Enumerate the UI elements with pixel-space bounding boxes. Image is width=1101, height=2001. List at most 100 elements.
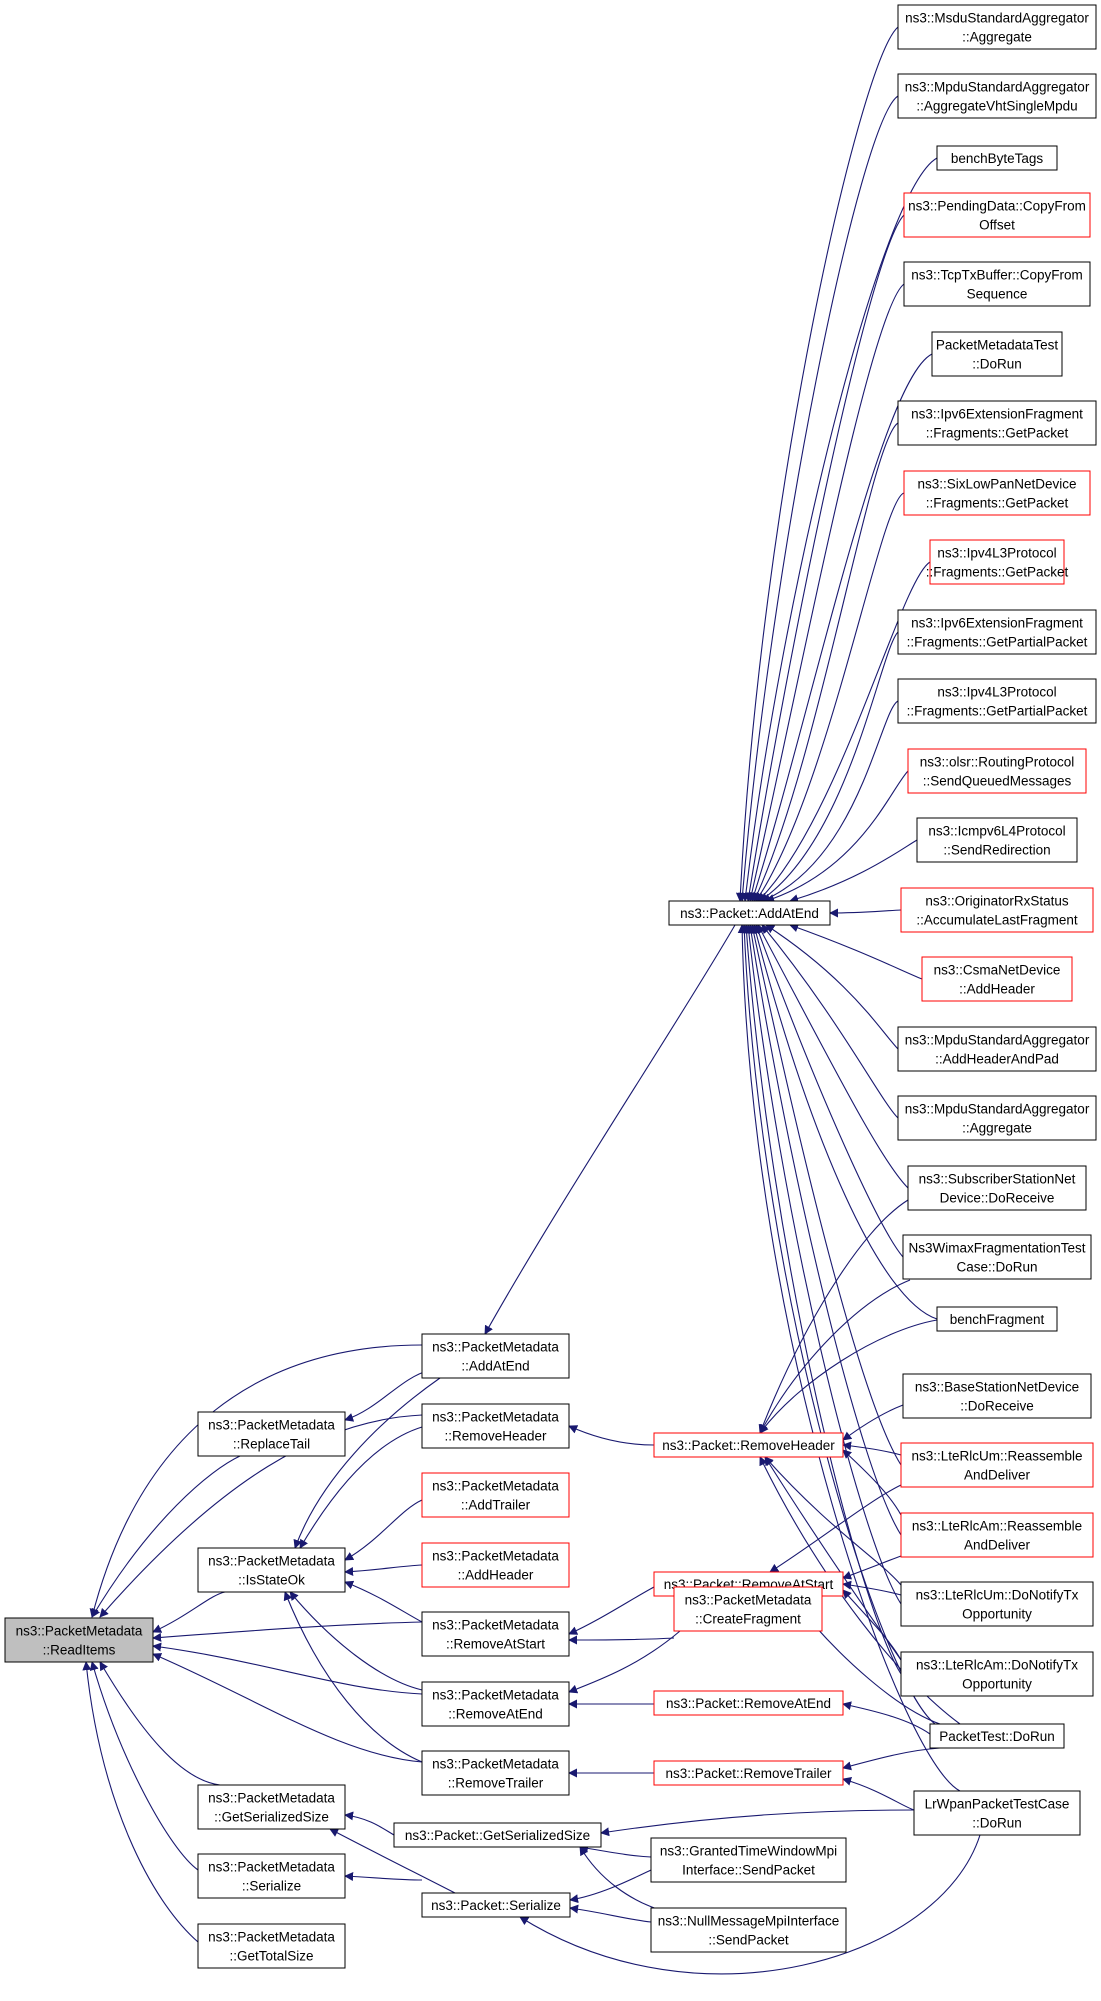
node-label: ns3::Packet::Serialize [431, 1898, 561, 1913]
node-label: AndDeliver [964, 1468, 1031, 1483]
node-r-ipv6ext-getpartial[interactable]: ns3::Ipv6ExtensionFragment::Fragments::G… [897, 609, 1097, 655]
node-pm-removetrailer[interactable]: ns3::PacketMetadata::RemoveTrailer [421, 1750, 570, 1796]
node-label: ns3::LteRlcUm::DoNotifyTx [916, 1588, 1079, 1603]
node-pm-isstateok[interactable]: ns3::PacketMetadata::IsStateOk [197, 1547, 346, 1593]
node-label: ns3::LteRlcAm::DoNotifyTx [916, 1658, 1078, 1673]
node-r-pmtest-dorun[interactable]: PacketMetadataTest::DoRun [931, 331, 1063, 377]
node-pm-removeatstart[interactable]: ns3::PacketMetadata::RemoveAtStart [421, 1611, 570, 1657]
node-label: Case::DoRun [956, 1260, 1037, 1275]
node-label: ns3::TcpTxBuffer::CopyFrom [911, 268, 1083, 283]
call-edge-r_basestation-to-p_removeheader [842, 1404, 904, 1441]
node-box [907, 748, 1087, 794]
nodes: ns3::PacketMetadata::ReadItemsns3::Packe… [4, 4, 1097, 1969]
node-p-removetrailer[interactable]: ns3::Packet::RemoveTrailer [653, 1760, 844, 1786]
node-p-removeheader[interactable]: ns3::Packet::RemoveHeader [653, 1432, 844, 1458]
node-r-sixlowpan-getpacket[interactable]: ns3::SixLowPanNetDevice::Fragments::GetP… [903, 470, 1091, 516]
call-edge-r_lterlcum_notify-to-p_removeatstart [842, 1580, 902, 1596]
node-label: ns3::MpduStandardAggregator [905, 80, 1090, 95]
node-p-addatend[interactable]: ns3::Packet::AddAtEnd [668, 900, 831, 926]
node-pm-replacetail[interactable]: ns3::PacketMetadata::ReplaceTail [197, 1411, 346, 1457]
call-edge-r_ipv4l3_getpacket-to-p_addatend [757, 561, 931, 902]
node-pm-getserializedsize[interactable]: ns3::PacketMetadata::GetSerializedSize [197, 1784, 346, 1830]
node-r-ipv4l3-getpartial[interactable]: ns3::Ipv4L3Protocol::Fragments::GetParti… [897, 678, 1097, 724]
node-p-getserializedsize[interactable]: ns3::Packet::GetSerializedSize [393, 1822, 602, 1848]
node-r-csma[interactable]: ns3::CsmaNetDevice::AddHeader [921, 956, 1073, 1002]
node-r-mpdu-vht[interactable]: ns3::MpduStandardAggregator::AggregateVh… [897, 73, 1097, 119]
node-box [900, 1651, 1094, 1697]
node-pm-removeatend[interactable]: ns3::PacketMetadata::RemoveAtEnd [421, 1681, 570, 1727]
node-box [421, 1750, 570, 1796]
node-label: ::Serialize [242, 1879, 301, 1894]
node-r-benchfragment[interactable]: benchFragment [936, 1306, 1058, 1332]
node-pm-addatend[interactable]: ns3::PacketMetadata::AddAtEnd [421, 1333, 570, 1379]
call-edge-r_olsr-to-p_addatend [765, 770, 909, 903]
node-r-basestation[interactable]: ns3::BaseStationNetDevice::DoReceive [902, 1373, 1092, 1419]
call-edge-r_lterlcam_reassemble-to-p_removeheader [842, 1449, 902, 1516]
node-pm-addtrailer[interactable]: ns3::PacketMetadata::AddTrailer [421, 1472, 570, 1518]
call-edge-r_originator-to-p_addatend [829, 908, 902, 918]
node-readitems[interactable]: ns3::PacketMetadata::ReadItems [4, 1617, 154, 1663]
node-p-serialize[interactable]: ns3::Packet::Serialize [421, 1892, 571, 1918]
node-label: PacketTest::DoRun [939, 1729, 1055, 1744]
node-r-ipv4l3-getpacket[interactable]: ns3::Ipv4L3Protocol::Fragments::GetPacke… [926, 539, 1069, 585]
call-edge-r_lterlcum_reassemble-to-p_addatend [749, 924, 902, 1466]
node-r-olsr[interactable]: ns3::olsr::RoutingProtocol::SendQueuedMe… [907, 748, 1087, 794]
node-label: ::AddHeaderAndPad [935, 1052, 1059, 1067]
node-label: ns3::MpduStandardAggregator [905, 1033, 1090, 1048]
node-r-subscriber[interactable]: ns3::SubscriberStationNetDevice::DoRecei… [907, 1165, 1087, 1211]
node-label: ns3::PacketMetadata [16, 1624, 143, 1639]
node-r-originator[interactable]: ns3::OriginatorRxStatus::AccumulateLastF… [900, 887, 1094, 933]
node-granted-sendpacket[interactable]: ns3::GrantedTimeWindowMpiInterface::Send… [650, 1837, 847, 1883]
node-label: ::RemoveHeader [444, 1429, 547, 1444]
node-label: ns3::NullMessageMpiInterface [658, 1914, 840, 1929]
call-edge-r_lterlcam_notify-to-p_addatend [742, 924, 902, 1675]
node-r-icmpv6[interactable]: ns3::Icmpv6L4Protocol::SendRedirection [916, 817, 1078, 863]
call-edge-r_ipv6ext_getpacket-to-p_addatend [753, 422, 899, 902]
node-pm-gettotalsize[interactable]: ns3::PacketMetadata::GetTotalSize [197, 1923, 346, 1969]
node-box [653, 1760, 844, 1786]
node-pm-removeheader[interactable]: ns3::PacketMetadata::RemoveHeader [421, 1403, 570, 1449]
node-r-lrwpan-dorun[interactable]: LrWpanPacketTestCase::DoRun [913, 1790, 1081, 1836]
node-box [650, 1837, 847, 1883]
node-box [936, 145, 1058, 171]
call-edge-granted_sendpacket-to-p_getserializedsize [579, 1843, 652, 1858]
node-label: benchFragment [950, 1312, 1045, 1327]
node-pm-addheader[interactable]: ns3::PacketMetadata::AddHeader [421, 1542, 570, 1588]
node-box [197, 1853, 346, 1899]
node-r-mpdu-addheaderandpad[interactable]: ns3::MpduStandardAggregator::AddHeaderAn… [897, 1026, 1097, 1072]
node-r-msdu-aggregate[interactable]: ns3::MsduStandardAggregator::Aggregate [897, 4, 1097, 50]
node-label: ns3::PacketMetadata [432, 1549, 559, 1564]
node-box [653, 1432, 844, 1458]
node-label: ns3::Packet::AddAtEnd [680, 906, 819, 921]
node-box [931, 331, 1063, 377]
node-label: ::SendQueuedMessages [923, 774, 1072, 789]
node-box [421, 1333, 570, 1379]
node-r-mpdu-aggregate[interactable]: ns3::MpduStandardAggregator::Aggregate [897, 1095, 1097, 1141]
node-r-ipv6ext-getpacket[interactable]: ns3::Ipv6ExtensionFragment::Fragments::G… [897, 400, 1097, 446]
call-edge-nullmsg_sendpacket-to-p_serialize [569, 1904, 652, 1923]
node-p-removeatend[interactable]: ns3::Packet::RemoveAtEnd [653, 1690, 844, 1716]
node-pm-createfragment[interactable]: ns3::PacketMetadata::CreateFragment [673, 1586, 823, 1632]
node-label: Interface::SendPacket [682, 1863, 815, 1878]
call-edge-r_lrwpan_dorun-to-p_getserializedsize [600, 1809, 915, 1837]
node-nullmsg-sendpacket[interactable]: ns3::NullMessageMpiInterface::SendPacket [650, 1907, 847, 1953]
node-box [902, 1234, 1092, 1280]
node-label: ns3::PacketMetadata [432, 1479, 559, 1494]
call-edge-pm_removetrailer-to-readitems [152, 1653, 423, 1763]
node-box [900, 1581, 1094, 1627]
node-r-packettest-dorun[interactable]: PacketTest::DoRun [929, 1723, 1065, 1749]
call-edge-pm_removeatend-to-readitems [152, 1642, 423, 1695]
node-label: ::SendRedirection [943, 843, 1050, 858]
call-edge-r_ipv4l3_getpartial-to-p_addatend [761, 700, 899, 903]
node-pm-serialize[interactable]: ns3::PacketMetadata::Serialize [197, 1853, 346, 1899]
node-box [197, 1784, 346, 1830]
node-box [916, 817, 1078, 863]
node-r-benchbytetags[interactable]: benchByteTags [936, 145, 1058, 171]
